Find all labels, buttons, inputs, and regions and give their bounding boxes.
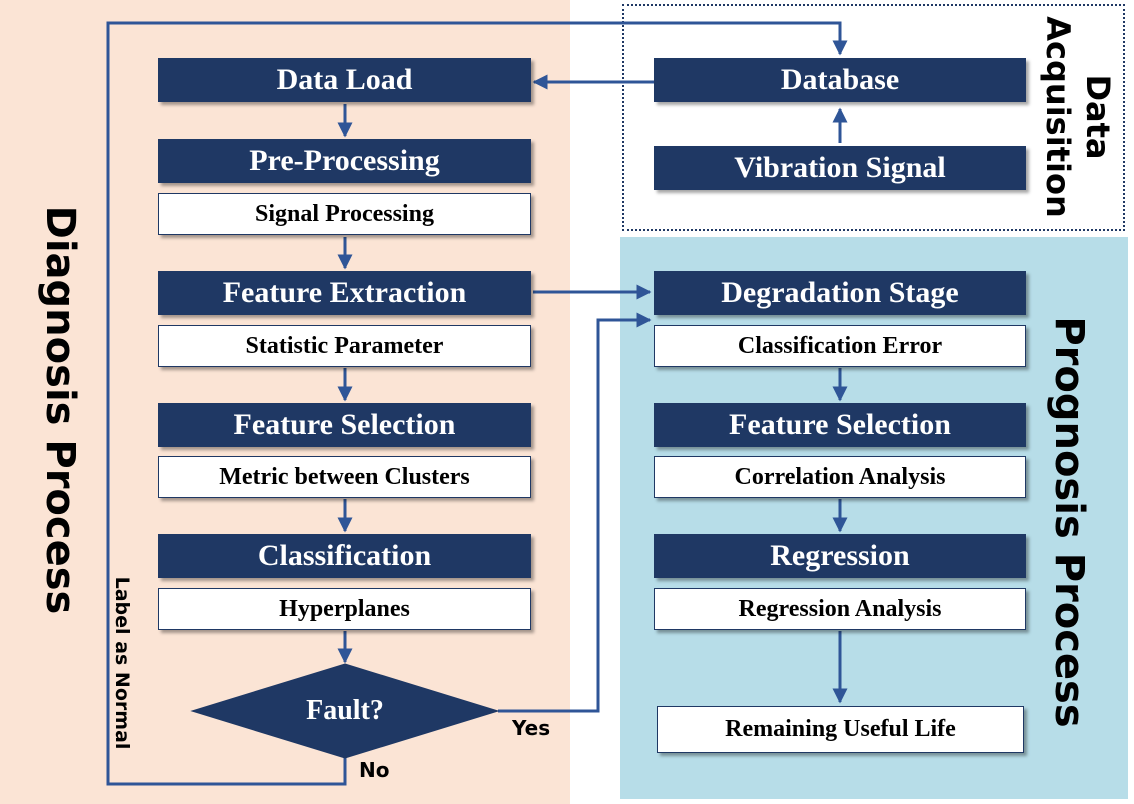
regression-box: Regression	[654, 534, 1026, 578]
classification-box: Classification	[158, 534, 531, 578]
diagnosis-region	[0, 0, 570, 804]
prognosis-process-title: Prognosis Process	[1046, 316, 1092, 728]
arrow-no-loop-to-database	[106, 21, 848, 786]
no-label: No	[359, 758, 390, 782]
statistic-parameter-box: Statistic Parameter	[158, 325, 531, 367]
yes-label: Yes	[512, 716, 551, 740]
remaining-useful-life-box: Remaining Useful Life	[657, 706, 1024, 753]
feature-selection-box: Feature Selection	[158, 403, 531, 447]
arrow-yes-to-degradation	[498, 312, 652, 713]
degradation-stage-box: Degradation Stage	[654, 271, 1026, 315]
signal-processing-box: Signal Processing	[158, 193, 531, 235]
data-load-box: Data Load	[158, 58, 531, 102]
diagnosis-process-title: Diagnosis Process	[37, 205, 83, 615]
fault-decision-diamond	[190, 663, 500, 759]
prognosis-feature-selection-box: Feature Selection	[654, 403, 1026, 447]
hyperplanes-box: Hyperplanes	[158, 588, 531, 630]
fault-decision-label: Fault?	[306, 695, 384, 726]
regression-analysis-box: Regression Analysis	[654, 588, 1026, 630]
pre-processing-box: Pre-Processing	[158, 139, 531, 183]
vibration-signal-box: Vibration Signal	[654, 146, 1026, 190]
data-acquisition-title: Data Acquisition	[1039, 16, 1117, 218]
database-box: Database	[654, 58, 1026, 102]
feature-extraction-box: Feature Extraction	[158, 271, 531, 315]
correlation-analysis-box: Correlation Analysis	[654, 456, 1026, 498]
data-acquisition-region	[622, 4, 1125, 231]
classification-error-box: Classification Error	[654, 325, 1026, 367]
label-as-normal-text: Label as Normal	[111, 576, 133, 750]
metric-between-clusters-box: Metric between Clusters	[158, 456, 531, 498]
